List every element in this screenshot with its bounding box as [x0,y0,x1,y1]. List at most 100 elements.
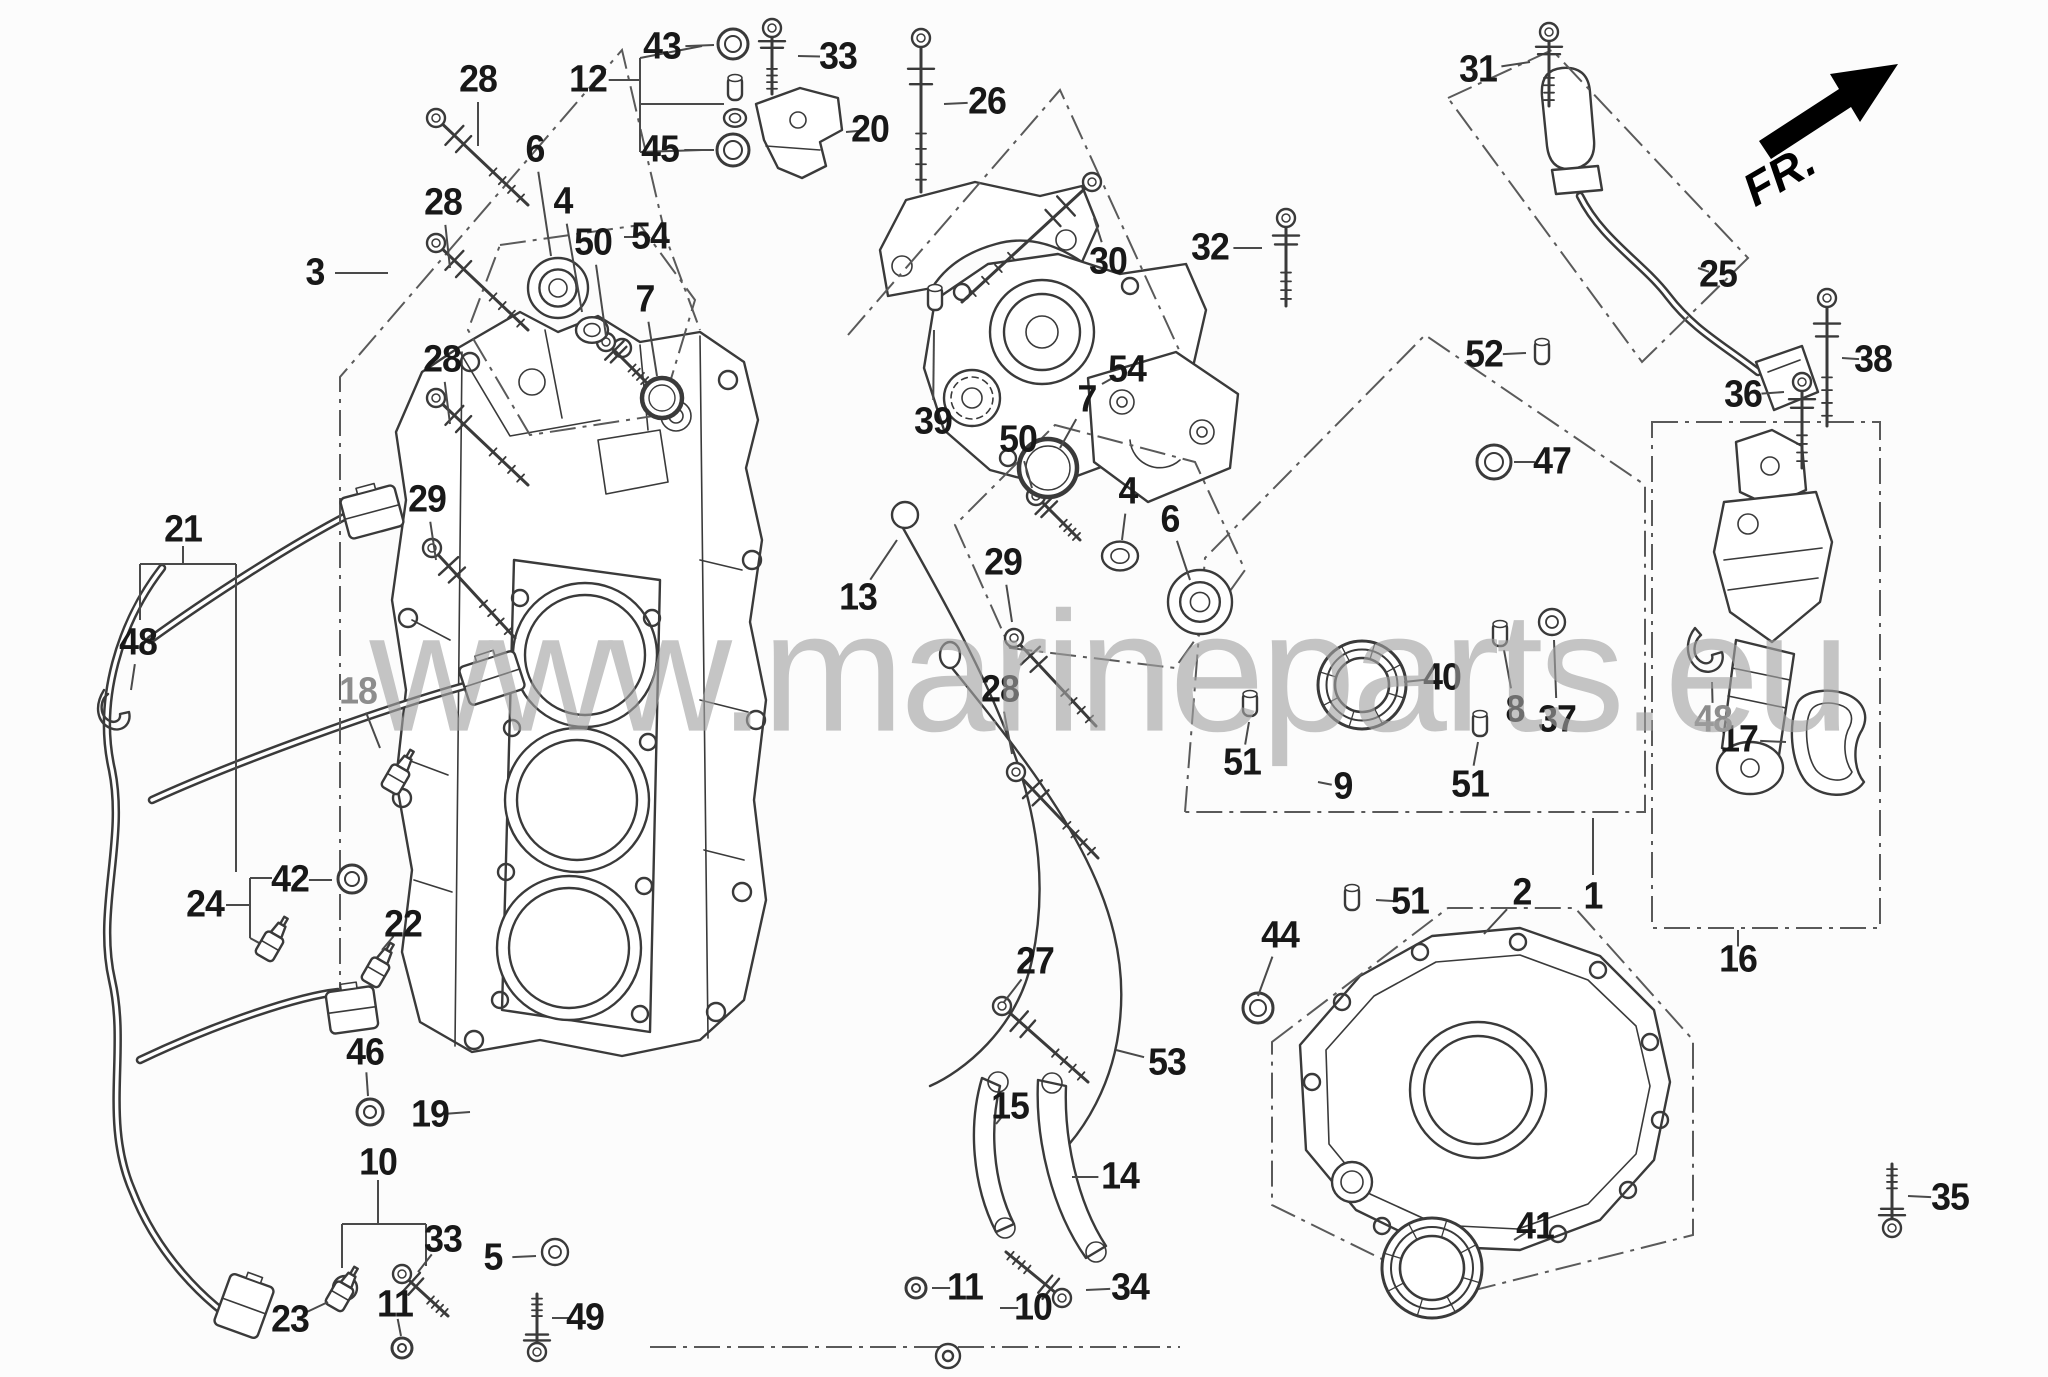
gasket [1790,689,1867,796]
pin-part [1491,619,1509,648]
part-number-16: 16 [1719,938,1758,981]
leader-line [1760,739,1787,743]
part-number-19: 19 [411,1093,450,1136]
engine-block [390,310,768,1058]
part-number-34: 34 [1111,1266,1150,1309]
leader-line [647,321,658,377]
washer-part [390,1336,414,1360]
part-number-49: 49 [566,1296,605,1339]
leader-line [1501,61,1531,68]
leader-line [685,44,715,48]
leader-line [1257,956,1274,997]
leader-line [845,129,860,133]
part-number-11: 11 [377,1283,414,1326]
washer-part [1241,991,1275,1025]
leader-line [365,712,381,749]
washer-part [904,1276,928,1300]
pin-part [1533,337,1551,366]
bottom-cover [1298,926,1672,1252]
part-number-23: 23 [271,1298,310,1341]
bolt-part [1004,1250,1073,1309]
part-number-8: 8 [1505,688,1526,731]
leader-line [1503,649,1513,689]
part-number-42: 42 [271,858,310,901]
leader-line [130,664,136,691]
leader-line [943,101,968,105]
bushing-part [574,316,610,345]
cap-part [540,1237,570,1267]
part-number-51: 51 [1451,763,1490,806]
part-number-45: 45 [641,128,680,171]
washer-part [716,27,750,61]
oil-seal-part [1316,639,1408,731]
leader-line [306,1301,329,1313]
part-number-14: 14 [1101,1155,1140,1198]
trim-actuator [1712,428,1834,796]
fr-arrow-icon [1759,64,1898,159]
part-number-7: 7 [635,278,656,321]
group-box [1446,48,1750,364]
pin-part [726,73,744,102]
bushing-part [722,107,748,128]
leader-line [1761,391,1785,395]
mount-bracket [878,180,1100,298]
bracket-line [639,45,703,59]
connector-part [213,1271,275,1340]
bolt-part [425,107,530,207]
pressure-switch-wire [1540,66,1820,412]
bolt-part [1005,761,1100,860]
grommet-part [526,256,590,320]
leader-line [1483,908,1508,935]
leader-line [797,55,821,58]
part-number-48: 48 [1694,698,1733,741]
part-number-50: 50 [999,418,1038,461]
wire-harness [102,510,477,1337]
bolt-part [1534,21,1564,108]
part-number-9: 9 [1333,765,1354,808]
part-number-36: 36 [1724,373,1763,416]
part-number-1: 1 [1583,875,1604,918]
bolt-part [425,387,530,487]
sensor-part [254,915,289,963]
part-number-44: 44 [1261,914,1300,957]
part-number-6: 6 [1160,498,1181,541]
leader-line [932,329,935,401]
part-number-30: 30 [1089,240,1128,283]
part-number-54: 54 [1108,348,1147,391]
part-number-31: 31 [1459,48,1498,91]
bolt-part [421,537,517,640]
part-number-53: 53 [1148,1041,1187,1084]
group-box [953,423,1247,670]
leader-line [1115,1049,1145,1059]
leader-line [1244,721,1250,745]
leader-line [1841,357,1860,361]
group-box [1651,421,1881,929]
bushing-part [1100,540,1140,572]
leader-line [1005,584,1013,623]
part-number-46: 46 [346,1031,385,1074]
washer-part [355,1097,385,1127]
bolt-part [1812,287,1842,428]
washer-part [715,132,751,168]
part-number-6: 6 [525,128,546,171]
leader-line [565,223,583,313]
oil-seal-part [1380,1216,1484,1320]
leader-line [869,539,898,581]
part-number-51: 51 [1391,880,1430,923]
leader-line [1907,1195,1932,1199]
part-number-37: 37 [1538,698,1577,741]
part-number-43: 43 [643,25,682,68]
leader-line [1502,352,1527,356]
part-number-47: 47 [1533,440,1572,483]
part-number-41: 41 [1516,1205,1555,1248]
part-number-22: 22 [384,903,423,946]
dipstick [890,500,1123,1156]
stay-bracket [754,86,844,180]
part-number-25: 25 [1699,253,1738,296]
washer-part [336,863,368,895]
leader-line [444,224,451,269]
leader-line [381,935,395,951]
leader-line [1059,418,1078,449]
